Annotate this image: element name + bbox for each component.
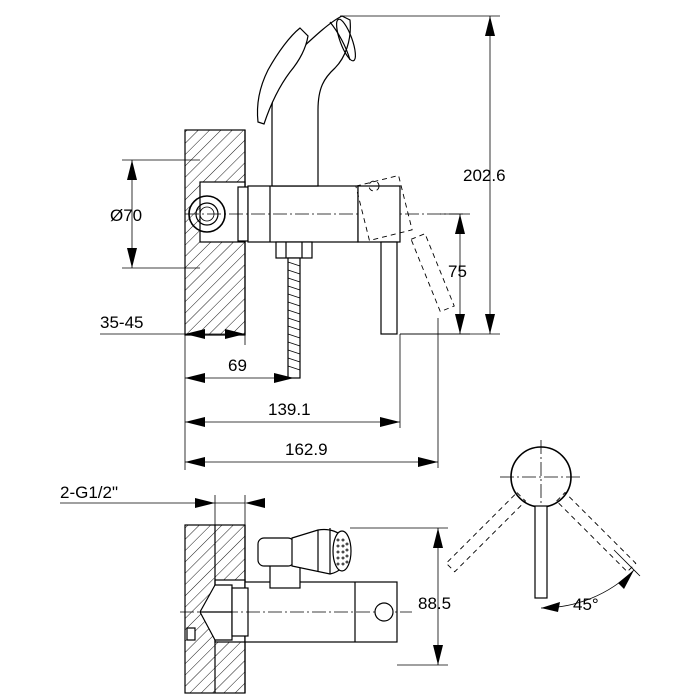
dimension-connection: 2-G1/2" (60, 483, 265, 525)
lever-pivot (374, 602, 394, 622)
lever-height-label: 75 (448, 262, 467, 281)
diameter-label: Ø70 (110, 206, 142, 225)
hand-shower-lever (256, 27, 309, 125)
dimension-diameter: Ø70 (110, 159, 200, 269)
lever-left-position (445, 491, 527, 573)
dimension-hose-offset: 69 (185, 356, 294, 383)
lever-angle-view: 45° (445, 440, 641, 614)
dimension-bottom-height: 88.5 (350, 527, 451, 666)
dimension-handle-offset: 139.1 (185, 334, 401, 428)
hand-shower (271, 15, 351, 187)
overall-height-label: 202.6 (463, 166, 506, 185)
dimension-wall-depth: 35-45 (100, 313, 246, 470)
lever-cartridge (357, 185, 401, 243)
handle-offset-label: 139.1 (268, 400, 311, 419)
bottom-height-label: 88.5 (418, 594, 451, 613)
nozzle-face (332, 530, 352, 572)
overall-length-label: 162.9 (285, 440, 328, 459)
dimension-overall-height: 202.6 (340, 15, 506, 335)
lever-vertical (534, 505, 548, 599)
connection-label: 2-G1/2" (60, 483, 118, 502)
lever-angle-label: 45° (573, 595, 599, 614)
side-view (184, 15, 465, 379)
wall-depth-label: 35-45 (100, 313, 143, 332)
hose-nut (275, 241, 313, 259)
hose-offset-label: 69 (228, 356, 247, 375)
lever-handle (380, 241, 398, 335)
lever-rotated-position (355, 174, 455, 313)
outlet-nut (257, 537, 295, 567)
dimension-lever-height: 75 (400, 213, 470, 335)
bottom-view (180, 524, 412, 694)
dimension-overall-length: 162.9 (185, 318, 439, 468)
